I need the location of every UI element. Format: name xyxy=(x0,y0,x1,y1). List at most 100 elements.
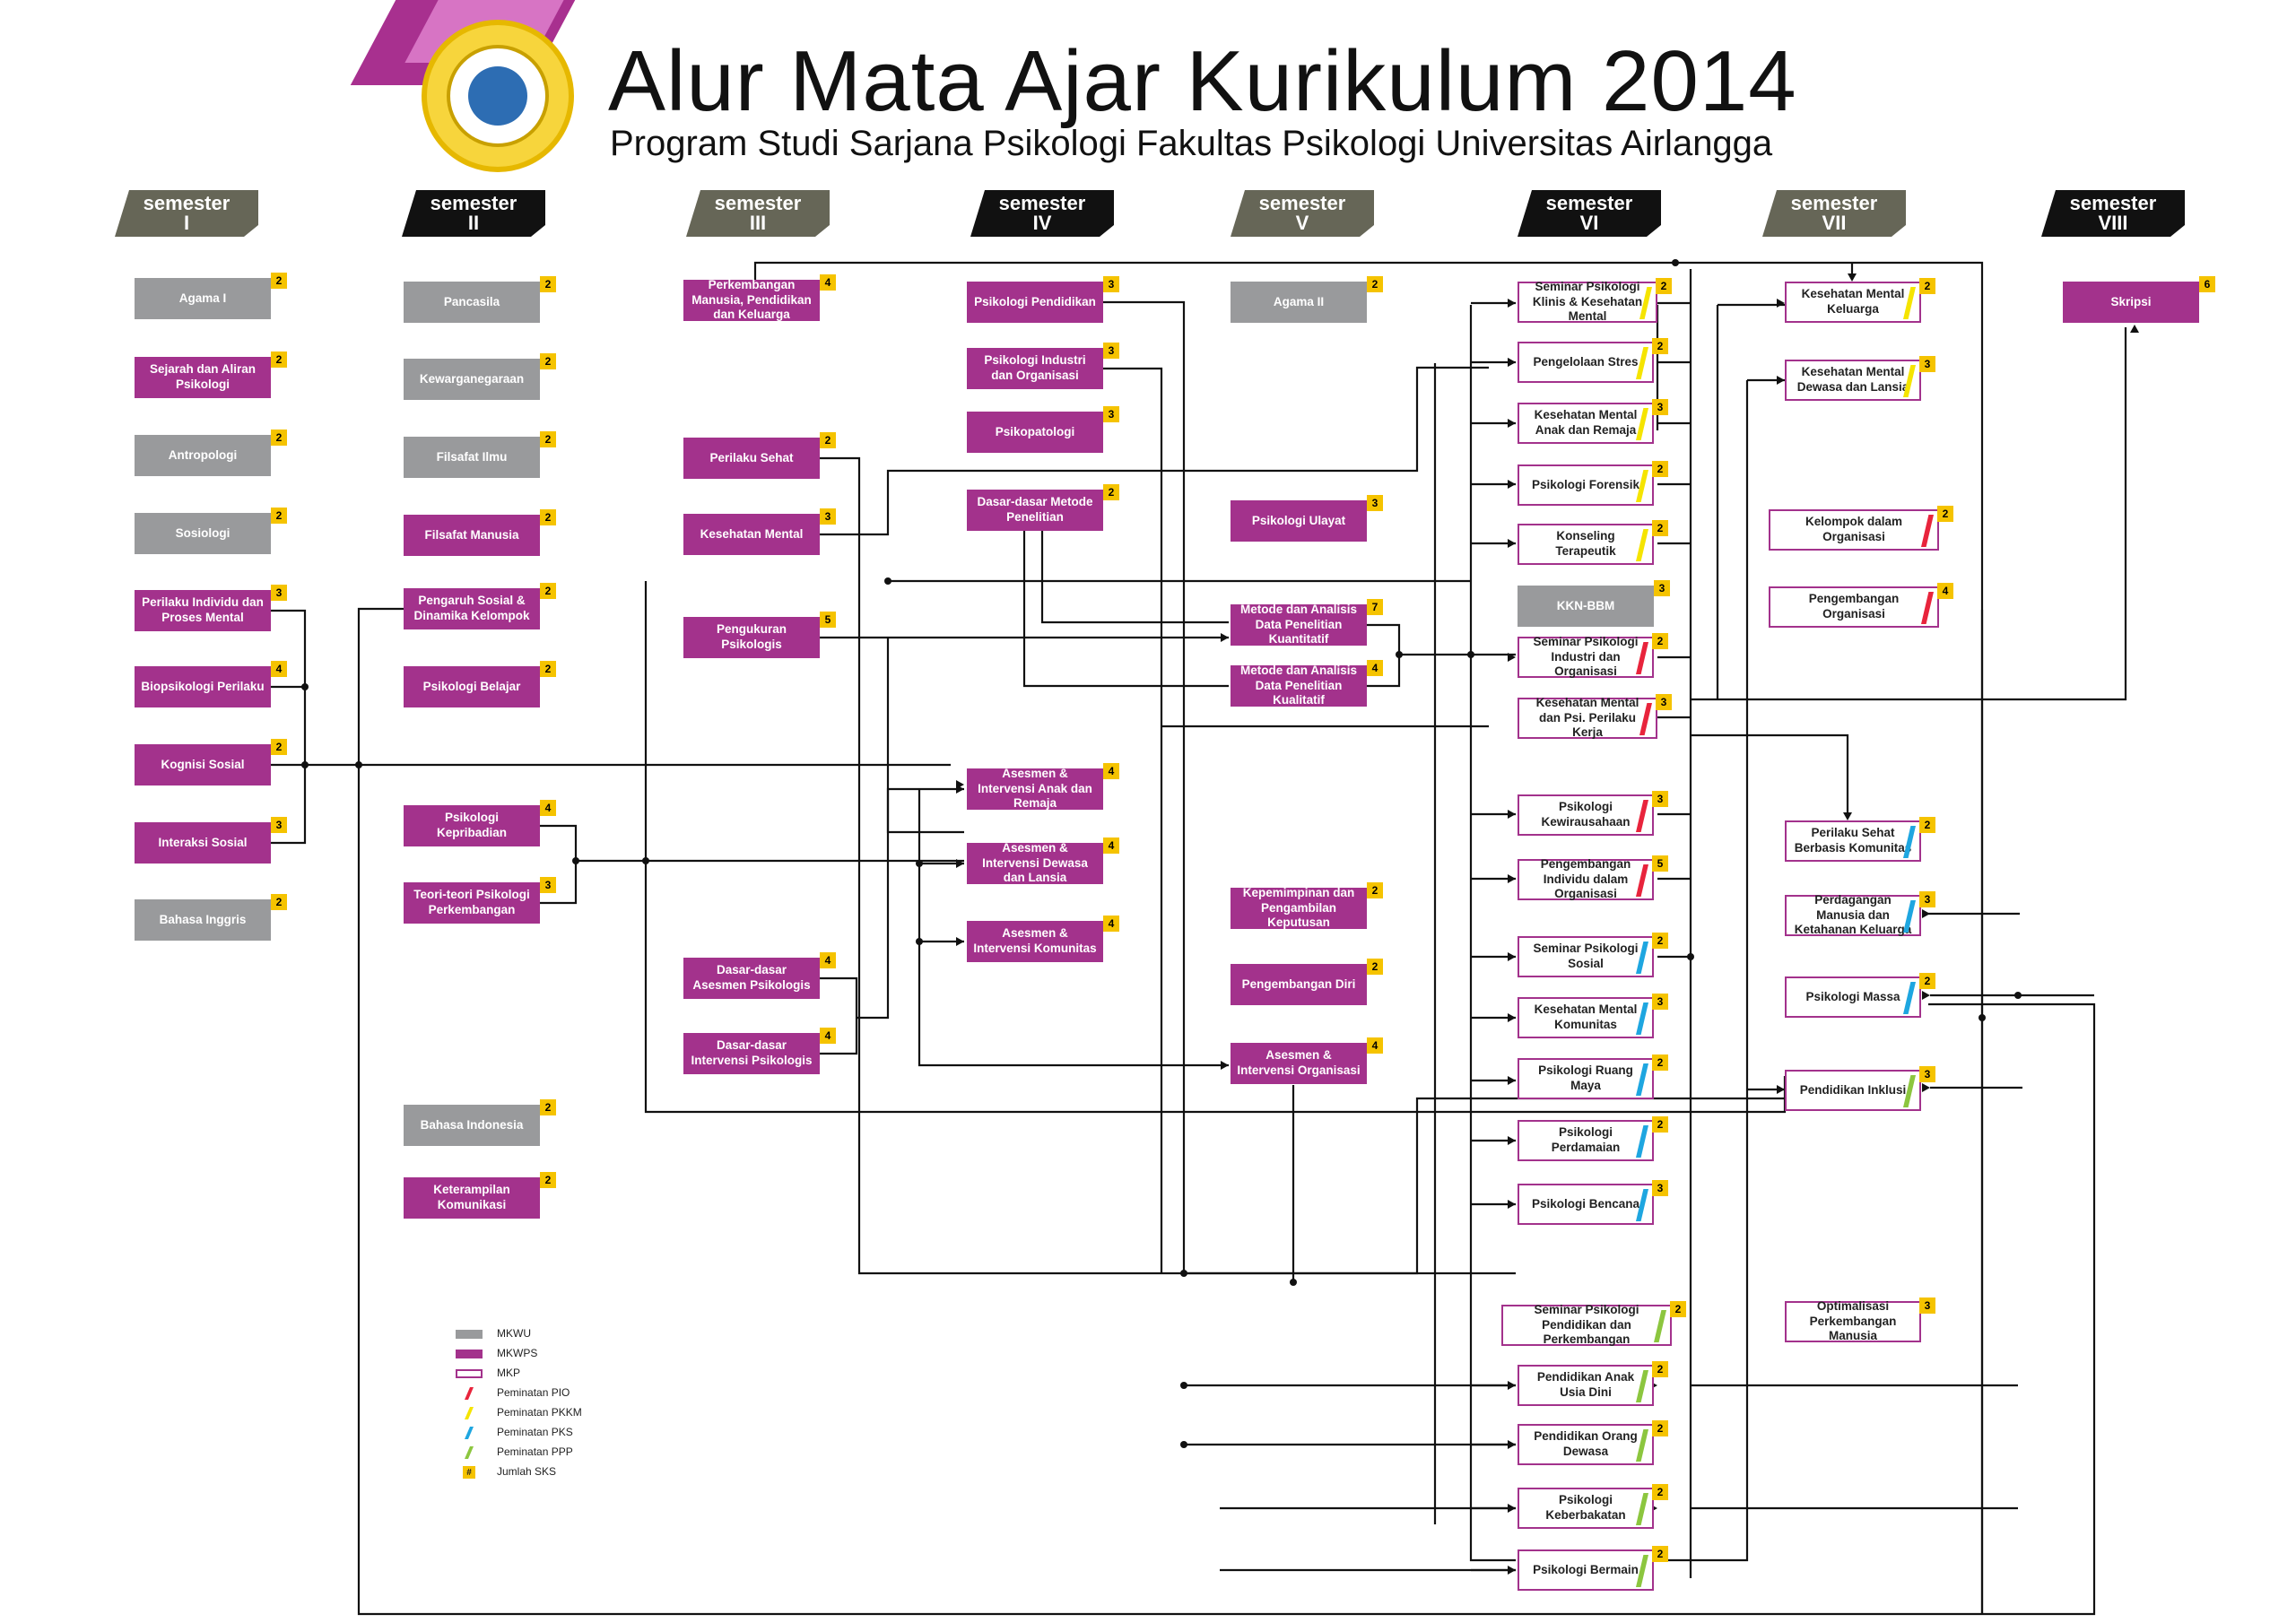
sks-badge: 2 xyxy=(540,276,556,292)
course-name: Psikologi Belajar xyxy=(422,679,521,693)
course-name: Psikologi Keberbakatan xyxy=(1545,1493,1626,1522)
junction-dot xyxy=(1467,651,1474,658)
sks-badge: 2 xyxy=(1652,1116,1668,1133)
course-name: Perilaku Individu dan Proses Mental xyxy=(142,595,264,624)
course-kesmen-kerja[interactable]: Kesehatan Mental dan Psi. Perilaku Kerja… xyxy=(1518,694,1672,739)
connector-line xyxy=(753,261,1984,1614)
course-perdagangan-manusia[interactable]: Perdagangan Manusia dan Ketahanan Keluar… xyxy=(1785,891,1935,936)
course-name: Kesehatan Mental Keluarga xyxy=(1801,287,1905,316)
semester-number: IV xyxy=(1032,212,1052,234)
course-name: Kelompok dalam Organisasi xyxy=(1805,515,1903,543)
course-metode-kuantitatif[interactable]: Metode dan Analisis Data Penelitian Kuan… xyxy=(1231,599,1383,646)
junction-dot xyxy=(1687,953,1694,960)
sks-badge-swatch: # xyxy=(463,1466,475,1479)
sks-badge: 2 xyxy=(540,431,556,447)
semester-label: semester xyxy=(430,192,517,214)
junction-dot xyxy=(1180,1270,1187,1277)
sks-badge: 4 xyxy=(271,661,287,677)
course-seminar-klinis[interactable]: Seminar Psikologi Klinis & Kesehatan Men… xyxy=(1518,278,1672,323)
course-name: Dasar-dasar Asesmen Psikologis xyxy=(692,963,811,992)
course-name: Psikologi Industri dan Organisasi xyxy=(984,353,1086,382)
arrowhead xyxy=(1843,812,1852,820)
arrowhead xyxy=(1508,419,1516,428)
sks-badge: 2 xyxy=(1919,817,1935,833)
junction-dot xyxy=(1672,259,1679,266)
course-perkembangan-manusia[interactable]: Perkembangan Manusia, Pendidikan dan Kel… xyxy=(683,274,836,321)
course-seminar-ppp[interactable]: Seminar Psikologi Pendidikan dan Perkemb… xyxy=(1501,1301,1686,1346)
semester-number: VI xyxy=(1579,212,1599,234)
junction-dot xyxy=(301,683,309,690)
arrowhead xyxy=(1508,810,1516,819)
course-metode-kualitatif[interactable]: Metode dan Analisis Data Penelitian Kual… xyxy=(1231,660,1383,707)
connector-line xyxy=(1103,300,1516,1275)
course-seminar-pio[interactable]: Seminar Psikologi Industri dan Organisas… xyxy=(1518,633,1668,678)
connector-line xyxy=(1367,623,1401,688)
sks-badge: 2 xyxy=(271,894,287,910)
arrowhead xyxy=(956,859,964,868)
sks-badge: 3 xyxy=(1652,1180,1668,1196)
